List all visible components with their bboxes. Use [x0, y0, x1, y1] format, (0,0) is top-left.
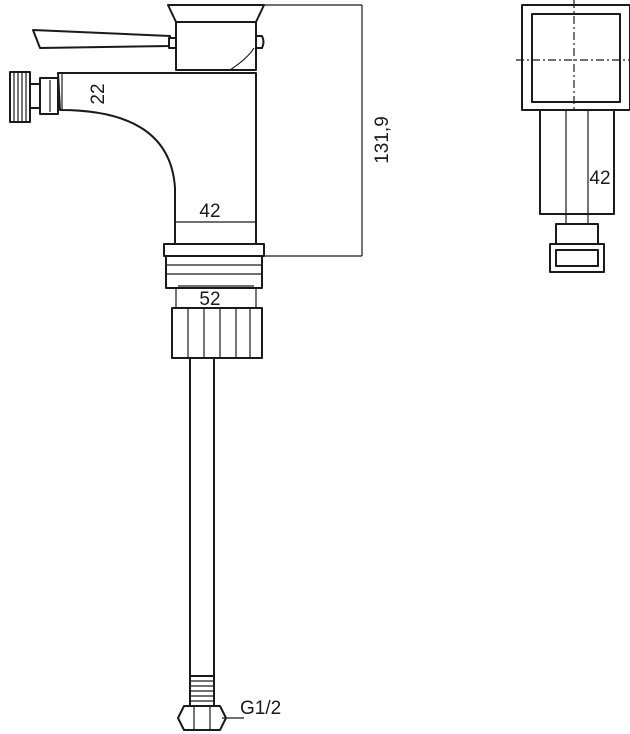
dimension-131-9-label: 131,9 [372, 116, 393, 164]
dimension-base-width: 52 [178, 285, 254, 310]
dimension-side-width: 42 [589, 168, 610, 189]
cartridge-cap [167, 4, 265, 71]
dimension-42-front-label: 42 [199, 201, 220, 222]
dimension-22-label: 22 [88, 83, 109, 104]
dimension-42-side-label: 42 [589, 168, 610, 189]
fixing-nut [171, 307, 263, 359]
dimension-total-height: 131,9 [264, 4, 393, 257]
dimension-inlet-height: 22 [61, 73, 109, 110]
dimension-spout-width: 42 [176, 201, 256, 223]
thread-label: G1/2 [240, 698, 281, 719]
side-view: 42 [516, 0, 630, 273]
dimension-thread: G1/2 [222, 698, 281, 719]
faucet-body [57, 72, 257, 245]
lever-handle [32, 29, 183, 49]
side-base [549, 223, 605, 273]
mounting-base [163, 243, 265, 308]
dimension-52-label: 52 [199, 289, 220, 310]
side-cap [516, 0, 630, 112]
front-view: 22 42 52 [9, 4, 393, 731]
supply-hose [189, 357, 215, 677]
inlet-connector [9, 71, 59, 123]
side-body [539, 109, 615, 244]
hose-fitting [177, 675, 227, 731]
